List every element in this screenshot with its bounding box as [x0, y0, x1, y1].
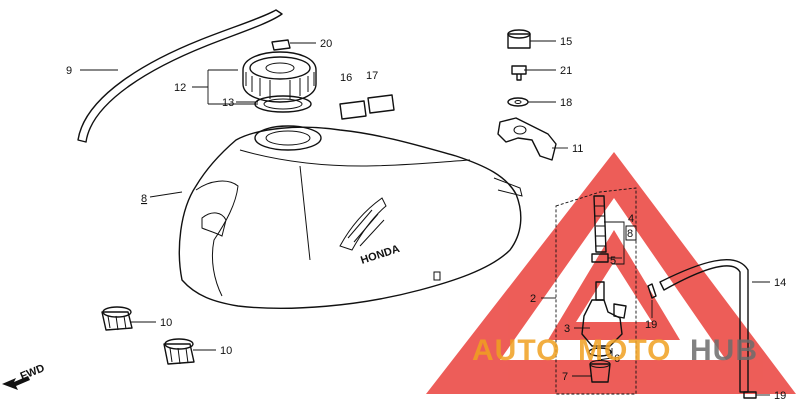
callout-20: 20: [320, 38, 332, 50]
callout-19-lower: 19: [774, 390, 786, 402]
watermark-word-1: AUTO: [472, 334, 560, 367]
tank-brand-text: HONDA: [359, 243, 401, 267]
rubber-cap: [507, 33, 531, 49]
callout-10-lower: 10: [220, 345, 232, 357]
callout-13: 13: [222, 97, 234, 109]
cushion-1: [101, 306, 133, 331]
fuel-cap: [242, 51, 317, 103]
rubber-cap-top: [507, 29, 531, 39]
honda-wing-emblem: [339, 197, 387, 251]
watermark-logo: [426, 152, 796, 394]
callout-14: 14: [774, 277, 786, 289]
cushion-2: [163, 338, 195, 365]
vent-tube: [77, 9, 283, 143]
watermark-text: AUTO MOTO HUB: [472, 334, 758, 367]
watermark-word-2: MOTO: [578, 334, 671, 367]
tube-clip: [271, 39, 291, 51]
cap-gasket: [254, 95, 312, 113]
washer: [507, 97, 529, 107]
callout-4: 4: [628, 213, 634, 225]
callout-9: 9: [66, 65, 72, 77]
leader-lines: [80, 40, 770, 396]
strainer-oring: [591, 253, 609, 263]
bolt: [511, 65, 527, 81]
emblem-16: [339, 100, 367, 120]
watermark-triangle-inner: [548, 230, 680, 340]
ref-box-8: [625, 225, 637, 241]
callout-21: 21: [560, 65, 572, 77]
valve-oring: [588, 347, 612, 357]
callout-10-upper: 10: [160, 317, 172, 329]
callout-7: 7: [562, 371, 568, 383]
fuel-strainer: [593, 195, 607, 253]
callout-2: 2: [530, 293, 536, 305]
callout-15: 15: [560, 36, 572, 48]
callout-6: 6: [614, 353, 620, 365]
callout-17: 17: [366, 70, 378, 82]
fuel-valve-body: [581, 281, 627, 347]
watermark-word-3: HUB: [690, 334, 758, 367]
hose-clip-19b: [743, 391, 757, 399]
watermark-triangle-outer: [426, 152, 796, 394]
callout-12: 12: [174, 82, 186, 94]
valve-assembly-outline: [555, 187, 637, 395]
fuel-valve-bracket: [497, 117, 557, 161]
callout-8-tank: 8: [141, 193, 147, 205]
callout-8-valve: 8: [627, 228, 633, 240]
callout-16: 16: [340, 72, 352, 84]
callout-3: 3: [564, 323, 570, 335]
callout-19-upper: 19: [645, 319, 657, 331]
cap-gasket-inner: [263, 98, 303, 110]
washer-hole: [514, 100, 522, 104]
callout-11: 11: [572, 143, 583, 155]
callout-5: 5: [610, 255, 616, 267]
hose-clip-19a: [647, 283, 657, 299]
fuel-tank: [178, 125, 523, 309]
callout-18: 18: [560, 97, 572, 109]
fwd-arrow-icon: [2, 376, 30, 390]
fwd-label: FWD: [19, 362, 47, 383]
emblem-17: [367, 94, 395, 114]
